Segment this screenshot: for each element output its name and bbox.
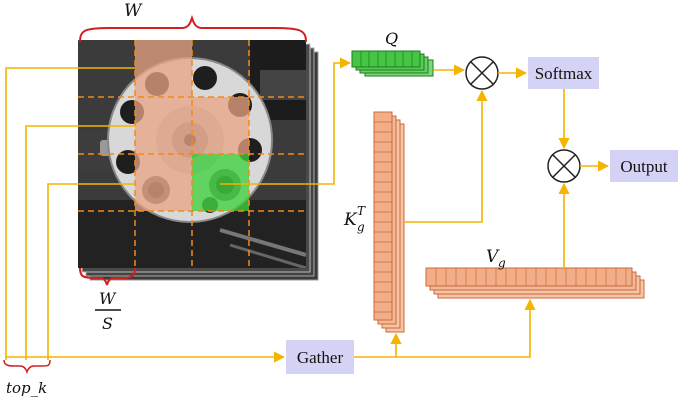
key-tokens [373,111,405,333]
query-region [192,154,249,211]
multiply-2-icon [547,149,581,183]
multiply-1-icon [465,56,499,90]
output-label: Output [620,157,668,176]
feature-map-image [78,40,306,268]
routed-regions [135,40,249,211]
region-size-brace [79,267,136,286]
region-size-denominator: S [102,314,113,333]
top-k-label: top_k [6,379,47,397]
key-label-superscript: T [357,204,366,218]
gather-box: Gather [286,340,354,374]
region-size-numerator: W [99,289,117,308]
gather-label: Gather [297,348,344,367]
softmax-label: Softmax [535,64,593,83]
value-label: V [486,247,500,267]
query-label: Q [385,29,398,48]
region-grid [78,40,306,268]
width-brace [79,14,307,43]
value-label-subscript: g [498,256,506,270]
key-label-subscript: g [357,220,365,234]
value-tokens [425,267,645,299]
connectors [3,57,610,375]
softmax-box: Softmax [528,57,599,89]
width-label: W [124,1,143,21]
query-tokens [351,50,434,77]
key-label: K [343,210,358,230]
output-box: Output [610,150,678,182]
